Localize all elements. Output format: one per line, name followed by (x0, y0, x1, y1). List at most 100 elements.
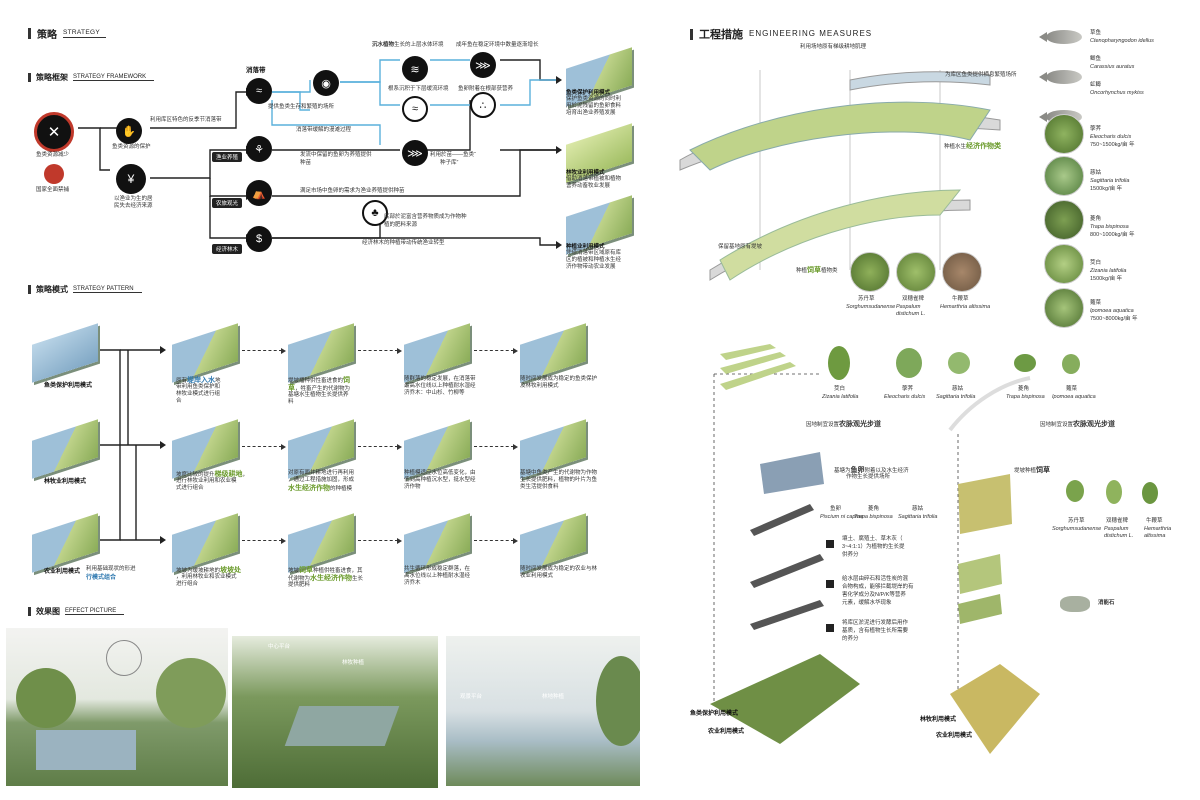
silt-t2: 基质，含有植物生长所需要 (842, 628, 909, 634)
c12-t2: 草 (288, 385, 295, 392)
eng-forage-pre: 种植 (796, 268, 808, 274)
eng-econ-hl: 经济作物类 (966, 143, 1002, 150)
low1-la: Zizania latifolia (822, 394, 859, 400)
lingjiao-cn: 菱角 (868, 506, 880, 512)
forage1-cn: 苏丹草 (858, 296, 875, 302)
pattern-heading: 策略模式 STRATEGY PATTERN (28, 284, 142, 295)
forage2-la: Paspalum distichum L. (896, 304, 926, 318)
eng-forage-hl: 饲草 (807, 267, 822, 274)
effect-p3-label-b: 林地种植 (542, 694, 565, 700)
lingjiao-la: Trapa bispinosa (854, 514, 893, 520)
grass-carp-icon (1039, 30, 1082, 44)
silt-t3: 的养分 (842, 636, 859, 642)
node-jingji-label: 经济林木 (212, 244, 243, 254)
framework-protect-text: 鱼类资源的保护 (112, 144, 151, 150)
low-plant-4 (1014, 354, 1036, 372)
pattern-connectors (100, 346, 166, 544)
c31-t2: ，利用林牧业和农业模式 (176, 574, 237, 580)
forage2-photo (896, 252, 936, 292)
forage3-photo (942, 252, 982, 292)
row3-arrow-1 (242, 538, 286, 544)
c31-hl: 坡坡处 (220, 567, 242, 574)
fish1-cn: 草鱼 (1090, 30, 1102, 36)
framework-spawn1: 发流中保留的鱼卵为养殖提供 (300, 152, 372, 158)
tree-money-icon: $ (246, 226, 272, 252)
crop4-cn: 茭白 (1090, 260, 1102, 266)
c22-t2: ，通过工程措施加固，形成 (288, 477, 355, 483)
low5-la: Ipomoea aquatica (1052, 394, 1096, 400)
c21-t3: 进行林牧业利用和农业模 (176, 478, 237, 484)
eng-econ-pre: 种植水生 (944, 144, 967, 150)
c21-t4: 式进行组合 (176, 485, 204, 491)
effect-photo-3: 观景平台 林地种植 (446, 636, 640, 786)
bottom-right-label-1: 林牧利用模式 (920, 717, 957, 723)
row3-foot2: 行模式组合 (86, 575, 117, 581)
row2-arrow-3 (474, 444, 518, 450)
row1-arrow-2 (358, 348, 402, 354)
cigu-cn: 慈姑 (912, 506, 924, 512)
soil-t2: 3~4:1:1）为植物的生长提 (842, 544, 905, 550)
effect-p3-label-a: 观景平台 (460, 694, 483, 700)
result-forest-2: 营养动畜牧业发展 (566, 183, 611, 189)
low1-cn: 茭白 (834, 386, 846, 392)
fish-seed-icon: ⋙ (402, 140, 428, 166)
forage1-la: Sorghumsudanense (846, 304, 896, 310)
silt-legend-swatch (826, 624, 834, 632)
framework-seed1: 利用於苗——鱼类“ (430, 152, 476, 158)
result-fish-1: 保护鱼类资源的同时利 (566, 96, 622, 102)
framework-left-bottom1: 以渔业为生的居 (114, 196, 153, 202)
engineering-title-en: ENGINEERING MEASURES (749, 29, 873, 38)
base-hl: 鱼卵 (850, 467, 865, 474)
soil-legend-swatch (826, 540, 834, 548)
eng-habitat-text: 为库区鱼类提供栖息繁殖场所 (945, 72, 1017, 78)
no-fishing-icon: ✕ (34, 112, 74, 152)
water-wave-icon: ≈ (246, 78, 272, 104)
terrace-exploded-diagram (679, 70, 1001, 281)
right-forage-1 (1066, 480, 1084, 502)
c13-t3: 济乔木：中山杉、竹柳等 (404, 390, 465, 396)
eng-terrace-text: 利用场地原有梯级耕地肌理 (800, 44, 867, 50)
protect-hand-icon: ✋ (116, 118, 142, 144)
framework-root-text: 根系沉积于下层缓流环境 (388, 86, 449, 92)
soil-t3: 供养分 (842, 552, 859, 558)
trail-left-pre: 因地制宜设置 (806, 422, 840, 428)
framework-tour-text: 满足市场中鱼卵的需求为渔业养殖提供种苗 (300, 188, 405, 194)
crop3-photo (1044, 200, 1084, 240)
c23-t1: 种植模适应水位高低变化，由 (404, 470, 476, 476)
fish2-la: Carassius auratus (1090, 64, 1135, 70)
base-t2: 附着以及水生经济 (864, 468, 909, 474)
section-detail-diagram (710, 344, 1040, 754)
node-xiaoluo-label: 消落带 (246, 67, 266, 74)
row1-arrow-3 (474, 348, 518, 354)
trail-right-pre: 因地制宜设置 (1040, 422, 1074, 428)
fish-school-icon: ◉ (313, 70, 339, 96)
c21-t1: 坡度比较的提升 (176, 472, 215, 478)
c34-t2: 牧业利用模式 (520, 573, 554, 579)
c32-t1: 坡坡 (288, 568, 300, 574)
grass-hl: 饲草 (1036, 467, 1051, 474)
aquaculture-icon: ⚘ (246, 136, 272, 162)
money-icon: ¥ (116, 164, 146, 194)
low-plant-2 (896, 348, 922, 378)
framework-fish-top-text: 成年鱼在稳定环境中数量逐渐增长 (456, 42, 539, 48)
row1-arrow-1 (242, 348, 286, 354)
crop4-la: Zizania latifolia (1090, 268, 1127, 274)
framework-heading: 策略框架 STRATEGY FRAMEWORK (28, 72, 155, 83)
c24-t3: 类生活提供食料 (520, 484, 559, 490)
row3-foot1: 利用基础现状的形进 (86, 566, 136, 572)
pattern-title: 策略模式 (36, 285, 68, 294)
c32-t2: 种植供牲畜进食，其 (313, 568, 363, 574)
c32-t3: 代谢物为 (288, 576, 311, 582)
crop2-cn: 慈姑 (1090, 170, 1102, 176)
gravel-t2: 合物构成，能够拦截堤岸的有 (842, 584, 914, 590)
c14-t2: 及林牧利用模式 (520, 383, 559, 389)
effect-photo-1 (6, 628, 228, 786)
egg-la: Piscium ni caprae (820, 514, 864, 520)
c34-t1: 随时间发展成为稳定的农业与林 (520, 566, 598, 572)
framework-seed2: 种子库” (440, 160, 459, 166)
result-farm-1: 凭借消落带区域原有库 (566, 250, 622, 256)
low2-la: Eleocharis dulcis (884, 394, 926, 400)
strategy-heading: 策略 STRATEGY (28, 26, 106, 41)
result-fish-title: 鱼类保护利用模式 (566, 90, 611, 96)
fish1-la: Ctenopharyngodon idellus (1090, 38, 1154, 44)
